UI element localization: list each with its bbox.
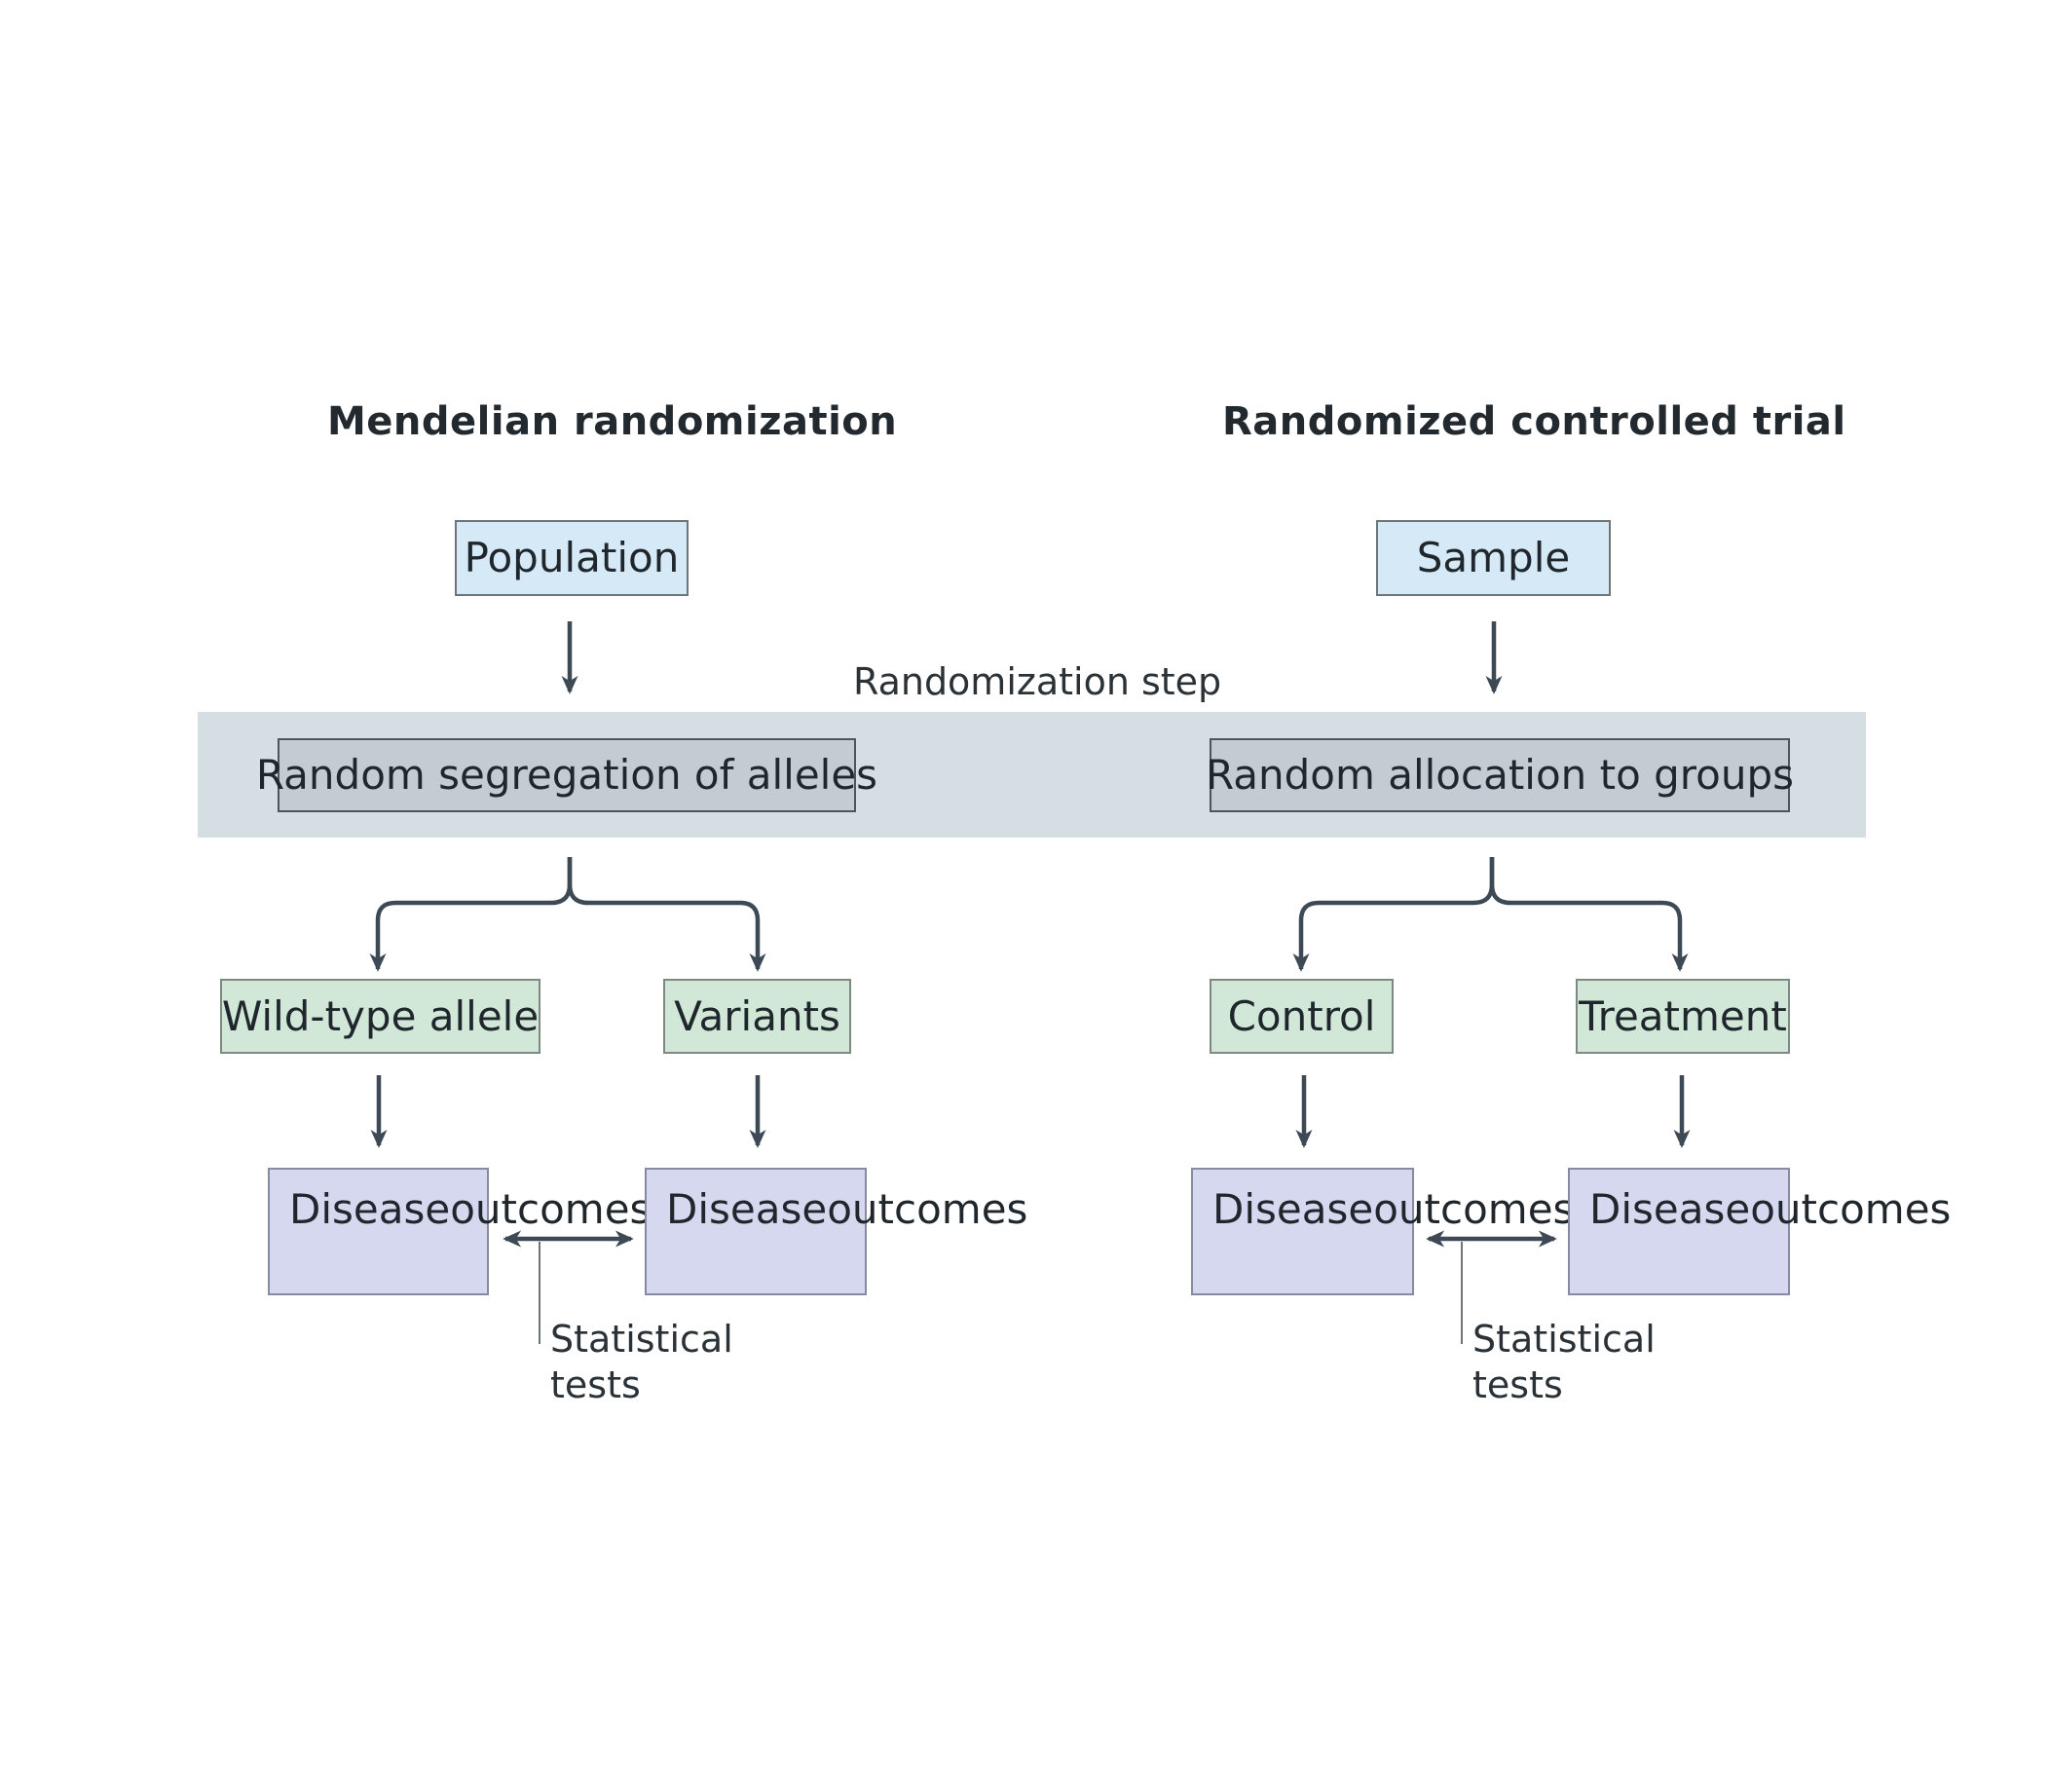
outcome-line-1: Disease bbox=[666, 1185, 828, 1233]
left-panel-title: Mendelian randomization bbox=[327, 399, 898, 444]
outcome-line-1: Disease bbox=[1589, 1185, 1751, 1233]
outcome-line-2: outcomes bbox=[827, 1185, 1028, 1233]
control-box: Control bbox=[1210, 979, 1394, 1054]
tests-line-2: tests bbox=[550, 1363, 641, 1406]
left-disease-outcomes-a-box: Disease outcomes bbox=[268, 1168, 651, 1295]
tests-line-2: tests bbox=[1472, 1363, 1563, 1406]
left-disease-outcomes-b-box: Disease outcomes bbox=[645, 1168, 1027, 1295]
treatment-box: Treatment bbox=[1576, 979, 1790, 1054]
variants-box: Variants bbox=[663, 979, 851, 1054]
outcome-line-2: outcomes bbox=[450, 1185, 652, 1233]
left-split-brace bbox=[369, 857, 573, 972]
left-split-brace-right bbox=[567, 857, 766, 972]
tests-line-1: Statistical bbox=[550, 1318, 733, 1361]
tests-line-1: Statistical bbox=[1472, 1318, 1656, 1361]
sample-box: Sample bbox=[1376, 520, 1611, 596]
wild-type-allele-box: Wild-type allele bbox=[220, 979, 540, 1054]
right-disease-outcomes-a-box: Disease outcomes bbox=[1191, 1168, 1574, 1295]
left-statistical-tests-label: Statistical tests bbox=[550, 1317, 733, 1408]
right-statistical-tests-label: Statistical tests bbox=[1472, 1317, 1656, 1408]
outcome-line-1: Disease bbox=[1212, 1185, 1374, 1233]
random-allocation-box: Random allocation to groups bbox=[1206, 738, 1794, 812]
population-box: Population bbox=[455, 520, 689, 596]
random-segregation-box: Random segregation of alleles bbox=[256, 738, 877, 812]
outcome-line-1: Disease bbox=[289, 1185, 451, 1233]
right-disease-outcomes-b-box: Disease outcomes bbox=[1568, 1168, 1951, 1295]
randomization-step-label: Randomization step bbox=[853, 660, 1222, 703]
right-split-brace-right bbox=[1489, 857, 1689, 972]
right-split-brace bbox=[1292, 857, 1495, 972]
outcome-line-2: outcomes bbox=[1750, 1185, 1952, 1233]
outcome-line-2: outcomes bbox=[1373, 1185, 1575, 1233]
right-panel-title: Randomized controlled trial bbox=[1222, 399, 1846, 444]
